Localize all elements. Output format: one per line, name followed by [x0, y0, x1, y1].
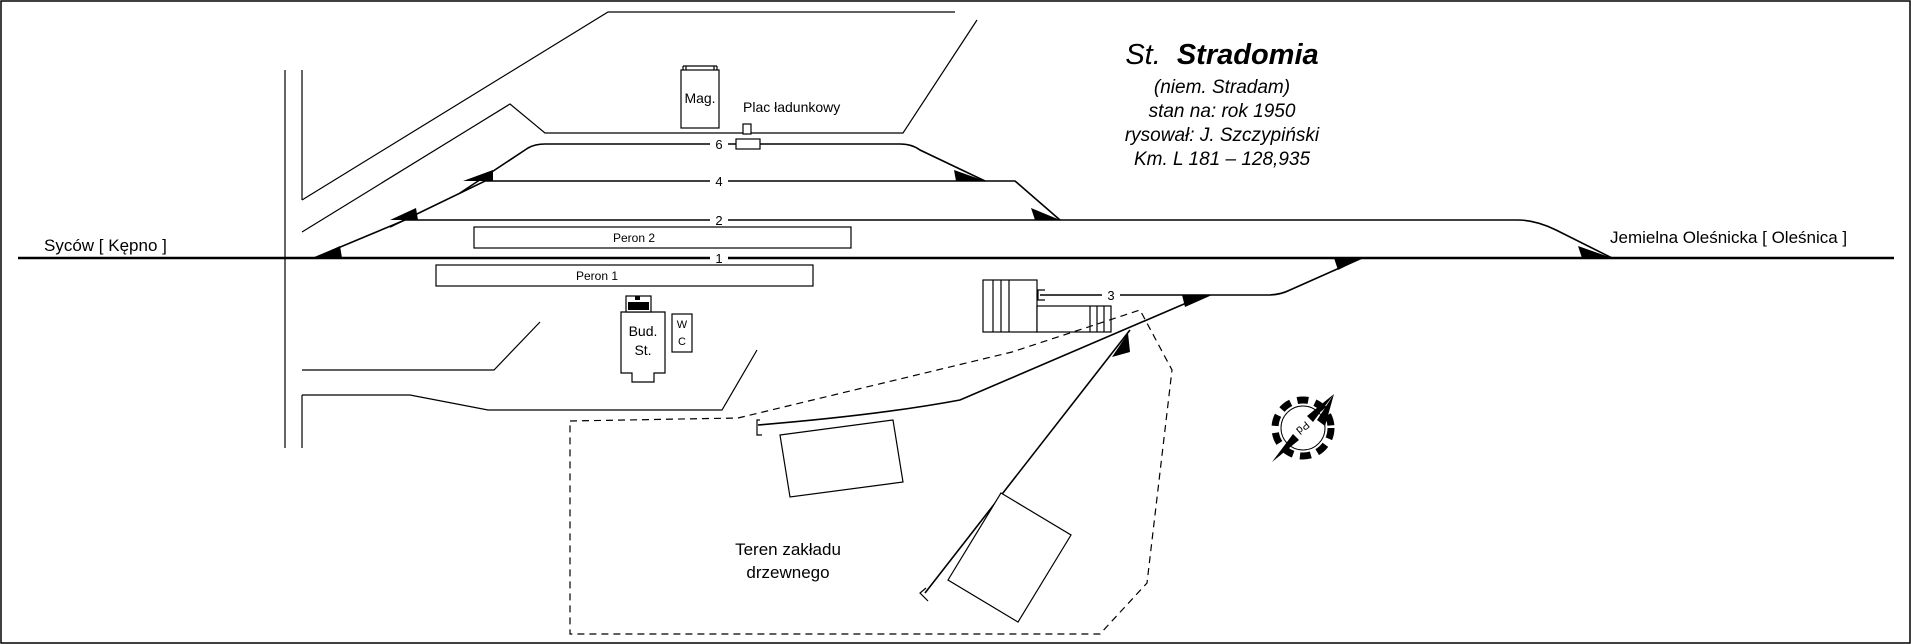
- platform-2: Peron 2: [473, 226, 852, 249]
- track-3-bumper: [1037, 289, 1045, 301]
- direction-west-label: Syców [ Kępno ]: [44, 236, 167, 255]
- title-line-3: rysował: J. Szczypiński: [1125, 125, 1320, 146]
- track-3-label: 3: [1107, 288, 1114, 303]
- industrial-area-boundary: [569, 309, 1173, 635]
- loading-area-label: Plac ładunkowy: [743, 99, 840, 115]
- diagonal-siding: [924, 329, 1131, 594]
- platform-1: Peron 1: [435, 264, 814, 287]
- title-line-1: (niem. Stradam): [1154, 77, 1290, 98]
- station-building-label-2: St.: [634, 342, 651, 358]
- switch-markers: [314, 170, 1612, 357]
- platform-2-label: Peron 2: [613, 231, 655, 245]
- track-1-label: 1: [715, 251, 722, 266]
- lower-road-boundary: [302, 321, 758, 411]
- warehouse-label: Mag.: [684, 90, 715, 106]
- station-building-label-1: Bud.: [629, 323, 658, 339]
- direction-east-label: Jemielna Oleśnicka [ Oleśnica ]: [1610, 228, 1847, 247]
- wc-building: W C: [671, 313, 693, 353]
- track-labels: 6 4 2 1 3: [710, 136, 1120, 303]
- diagonal-siding-bumper: [919, 587, 929, 602]
- upper-yard-boundary: [301, 11, 978, 233]
- warehouse-building: Mag.: [680, 65, 720, 129]
- track-2-label: 2: [715, 213, 722, 228]
- station-building: Bud. St.: [620, 295, 666, 383]
- industrial-building-2: [947, 492, 1072, 623]
- industrial-siding-bumper: [756, 419, 762, 436]
- title-prefix: St.: [1125, 39, 1160, 71]
- track-6-label: 6: [715, 137, 722, 152]
- industrial-siding: [757, 294, 1206, 426]
- title-block: St. Stradomia (niem. Stradam) stan na: r…: [1125, 39, 1320, 170]
- track-3: [1040, 257, 1363, 296]
- track-4-label: 4: [715, 174, 722, 189]
- page-title: St. Stradomia: [1125, 39, 1318, 71]
- wc-label-1: W: [677, 319, 688, 331]
- title-line-4: Km. L 181 – 128,935: [1134, 149, 1310, 170]
- track-3-shed: [982, 279, 1112, 333]
- industrial-area-label-2: drzewnego: [746, 563, 829, 582]
- track-4: [389, 180, 1061, 228]
- industrial-area-label-1: Teren zakładu: [735, 540, 841, 559]
- title-line-2: stan na: rok 1950: [1149, 101, 1296, 122]
- compass-icon: Pd: [1271, 394, 1335, 462]
- platform-1-label: Peron 1: [576, 269, 618, 283]
- loading-area: Plac ładunkowy: [735, 99, 840, 150]
- industrial-building-1: [779, 419, 904, 498]
- title-name: Stradomia: [1177, 39, 1319, 71]
- wc-label-2: C: [678, 336, 686, 348]
- track-2: [313, 219, 1613, 259]
